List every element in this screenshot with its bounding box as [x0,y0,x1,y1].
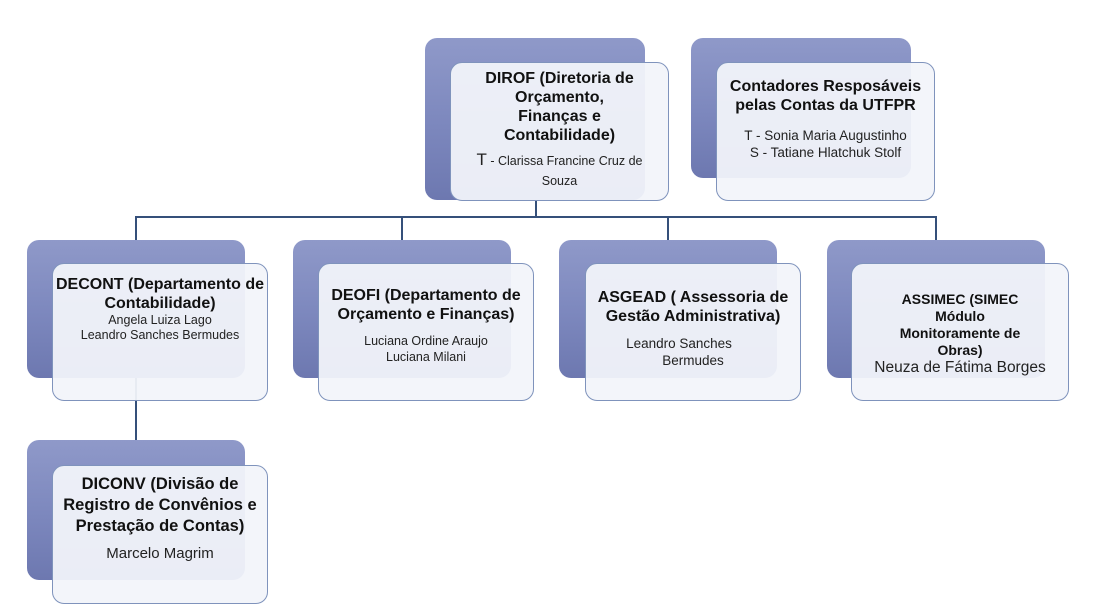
asgead-line1: Leandro Sanches [626,336,732,351]
asgead-title: ASGEAD ( Assessoria de Gestão Administra… [597,289,789,325]
dirof-box: DIROF (Diretoria de Orçamento, Finanças … [450,62,669,201]
contadores-line2: S - Tatiane Hlatchuk Stolf [749,145,902,160]
asgead-line2: Bermudes [662,353,724,368]
decont-line2: Leandro Sanches Bermudes [80,328,240,342]
dirof-title: DIROF (Diretoria de Orçamento, Finanças … [485,70,634,144]
connector-asgead [667,216,669,240]
assimec-line1: Neuza de Fátima Borges [874,359,1046,376]
connector-deofi [401,216,403,240]
dirof-line1: T - Clarissa Francine Cruz de [477,151,643,170]
decont-box: DECONT (Departamento de Contabilidade) A… [52,263,268,401]
connector-decont [135,216,137,240]
connector-assimec [935,216,937,240]
connector-horizontal [135,216,937,218]
dirof-line1-prefix: T [476,150,487,169]
assimec-title: ASSIMEC (SIMEC Módulo Monitoramente de O… [899,291,1021,358]
deofi-line1: Luciana Ordine Araujo [364,334,488,348]
contadores-box: Contadores Resposáveis pelas Contas da U… [716,62,935,201]
deofi-line2: Luciana Milani [386,350,466,364]
diconv-line1: Marcelo Magrim [106,545,214,562]
diconv-box: DICONV (Divisão de Registro de Convênios… [52,465,268,604]
dirof-line2: Souza [541,174,578,188]
diconv-title: DICONV (Divisão de Registro de Convênios… [63,475,257,535]
deofi-box: DEOFI (Departamento de Orçamento e Finan… [318,263,534,401]
connector-decont-diconv [135,378,137,440]
decont-title: DECONT (Departamento de Contabilidade) [55,276,265,312]
decont-line1: Angela Luiza Lago [108,313,212,327]
contadores-title: Contadores Resposáveis pelas Contas da U… [729,78,922,114]
contadores-line1: T - Sonia Maria Augustinho [744,128,907,143]
assimec-box: ASSIMEC (SIMEC Módulo Monitoramente de O… [851,263,1069,401]
connector-dirof-down [535,200,537,217]
dirof-line1-rest: - Clarissa Francine Cruz de [486,154,643,168]
deofi-title: DEOFI (Departamento de Orçamento e Finan… [331,287,521,323]
asgead-box: ASGEAD ( Assessoria de Gestão Administra… [585,263,801,401]
